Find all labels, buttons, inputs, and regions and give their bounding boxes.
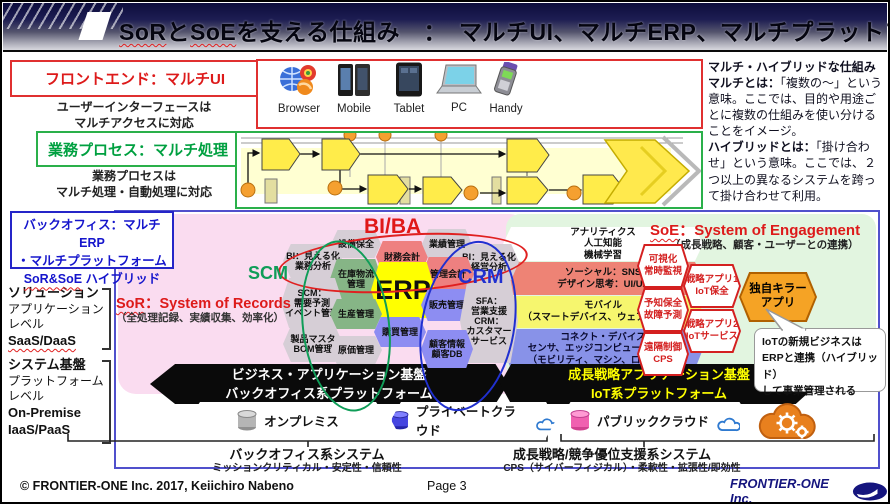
browser-icon (280, 65, 316, 95)
device-browser: Browser (270, 63, 328, 115)
cylinder-gray-icon (237, 410, 257, 431)
callout-tail (765, 308, 807, 331)
frontend-label: フロントエンド：マルチUI (10, 60, 260, 97)
title-bar: SoRとSoEを支える仕組み ： マルチUI、マルチERP、マルチプラットフォー… (3, 3, 888, 52)
soe-subheading: （成長戦略、顧客・ユーザーとの連携） (670, 239, 859, 251)
sor-subheading: （全処理記録、実績収集、効率化） (116, 312, 284, 324)
process-flow-diagram (240, 128, 702, 207)
page-title: SoRとSoEを支える仕組み ： マルチUI、マルチERP、マルチプラットフォー… (119, 19, 888, 45)
device-handy: Handy (483, 61, 529, 115)
hex-kashika: 可視化 常時監視 (637, 244, 689, 288)
copyright: © FRONTIER-ONE Inc. 2017, Keiichiro Nabe… (20, 479, 294, 493)
title-sor: SoR (119, 19, 167, 45)
mobile-icon (338, 64, 370, 96)
growth-system-sub: CPS（サイバーフィジカル）・柔軟性・拡張性/即効性 (503, 463, 741, 474)
devices-box (256, 59, 703, 129)
hex-erp: ERP (371, 262, 435, 318)
title-soe: SoE (190, 19, 237, 45)
growth-brace (560, 434, 875, 447)
hex-app1-iot-hozen: 戦略アプリ1 IoT保全 (683, 264, 741, 308)
hex-enkaku-cps: 遠隔制御 CPS (637, 332, 689, 376)
cylinder-blue-icon (391, 411, 409, 430)
process-label: 業務プロセス：マルチ処理 (36, 131, 240, 167)
company-logo: FRONTIER-ONE Inc. (730, 476, 888, 502)
hex-kokyaku-db: 顧客情報 顧客DB (421, 330, 473, 368)
biba-label: BI/BA (364, 215, 422, 238)
device-mobile: Mobile (330, 63, 378, 115)
device-pc: PC (433, 64, 485, 114)
hex-yochi-hozen: 予知保全 故障予測 (637, 288, 689, 332)
process-flow-box (235, 128, 703, 209)
hex-kobai-kanri: 購買管理 (374, 317, 426, 347)
backoffice-system-title: バックオフィス系システム (229, 447, 385, 462)
platform-private-cloud: プライベートクラウド (391, 402, 556, 438)
hex-killer-app: 独自キラー アプリ (739, 272, 817, 322)
growth-system-title: 成長戦略/競争優位支援系システム (512, 447, 712, 462)
sor-heading: SoR：System of Records (116, 296, 291, 312)
platform-onpremise: オンプレミス (188, 402, 388, 438)
process-desc: 業務プロセスは マルチ処理・自動処理に対応 (55, 169, 212, 199)
backoffice-brace (67, 434, 548, 447)
platform-public-cloud: パブリッククラウド (559, 402, 751, 438)
frontend-desc: ユーザーインターフェースは マルチアクセスに対応 (56, 100, 212, 130)
backoffice-label: バックオフィス：マルチERP ・マルチプラットフォーム SoR&SoE ハイブリ… (10, 211, 174, 286)
solution-bracket (102, 288, 111, 350)
iot-callout: IoTの新規ビジネスは ERPと連携（ハイブリッド） して事業管理される (754, 328, 886, 397)
foundation-backoffice: ビジネス・アプリケーション基盤 バックオフィス系プラットフォーム (150, 364, 508, 404)
device-tablet: Tablet (383, 62, 435, 115)
page-number: Page 3 (427, 479, 467, 493)
platform-level-label: システム基盤 プラットフォーム レベル On-Premise IaaS/PaaS (8, 357, 104, 437)
soe-heading: SoE：System of Engagement (650, 222, 861, 239)
pc-icon (436, 64, 482, 94)
hex-app2-iot-service: 戦略アプリ2 IoTサービス (683, 309, 741, 353)
hex-genka-kanri: 原価管理 (330, 336, 382, 364)
platform-bracket (102, 360, 111, 444)
hybrid-note: マルチ・ハイブリッドな仕組み マルチとは：「複数の〜」という意味。ここでは、目的… (708, 59, 886, 204)
tablet-icon (396, 62, 422, 97)
frontier-one-logo-icon (853, 482, 888, 500)
cloud-icon (717, 417, 740, 431)
solution-level-label: ソリューション アプリケーション レベル SaaS/DaaS (8, 285, 104, 349)
backoffice-system-sub: ミッションクリティカル・安定性・信頼性 (212, 463, 402, 474)
handy-icon (494, 61, 518, 96)
cylinder-pink-icon (570, 410, 590, 431)
hybrid-note-title: マルチ・ハイブリッドな仕組み (708, 60, 876, 74)
crm-label: CRM (458, 266, 504, 288)
hex-seisan-kanri: 生産管理 (330, 299, 382, 329)
scm-label: SCM (248, 263, 288, 283)
iot-cloud-gear-icon (758, 403, 816, 439)
